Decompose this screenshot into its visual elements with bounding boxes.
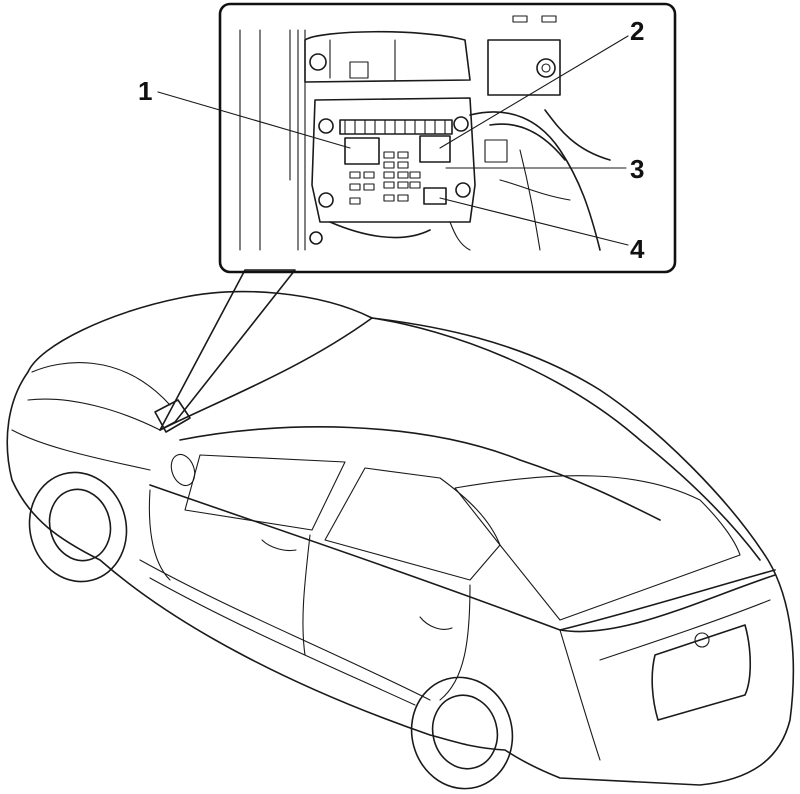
callout-3: 3 bbox=[630, 154, 644, 184]
callout-1: 1 bbox=[138, 76, 152, 106]
zoom-pointer bbox=[159, 269, 296, 431]
leader-2 bbox=[439, 35, 629, 149]
relay-1 bbox=[344, 137, 380, 165]
leader-1 bbox=[157, 91, 351, 149]
leader-4 bbox=[439, 197, 629, 246]
callout-2: 2 bbox=[630, 16, 644, 46]
leader-lines bbox=[157, 35, 629, 246]
callout-4: 4 bbox=[630, 234, 645, 264]
inset-frame bbox=[218, 2, 677, 274]
relay-4 bbox=[423, 187, 447, 205]
car-illustration bbox=[6, 290, 795, 790]
inset-detail bbox=[218, 2, 677, 274]
relay-2 bbox=[419, 135, 451, 163]
car-outline bbox=[6, 290, 795, 786]
fuse-box bbox=[311, 97, 476, 223]
